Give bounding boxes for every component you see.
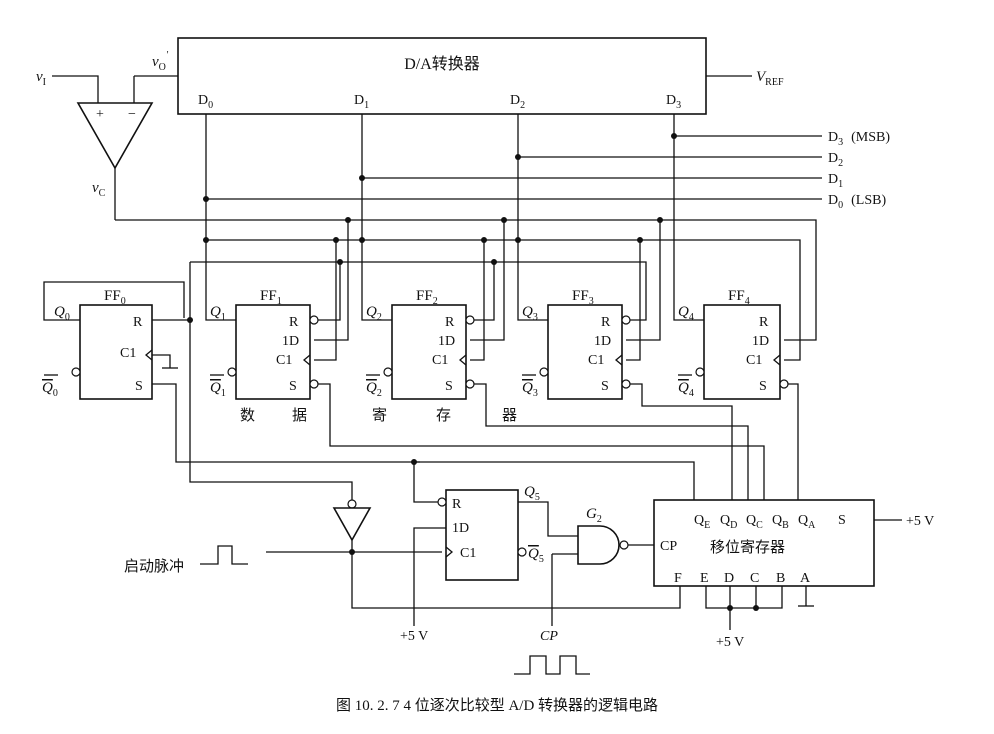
output-d3: D3(MSB) xyxy=(828,130,890,148)
ff0-pin-s: S xyxy=(135,379,143,394)
data-register-label: 数 据 寄 存 器 xyxy=(240,406,517,424)
comparator: + − vI vC xyxy=(36,69,154,220)
gate-label: G2 xyxy=(586,506,602,525)
comparator-minus: − xyxy=(128,107,136,122)
ff3-title: FF3 xyxy=(572,288,594,307)
ff2-pin-1d: 1D xyxy=(438,334,455,349)
dac-label: D/A转换器 xyxy=(404,55,480,73)
clock-bus xyxy=(203,237,801,361)
sr-out-qd: QD xyxy=(720,513,737,531)
and-gate-g2: G2 CP xyxy=(514,506,654,675)
ff3-pin-c1: C1 xyxy=(588,353,604,368)
register-char-1: 数 xyxy=(240,407,255,424)
vi-label: vI xyxy=(36,69,46,88)
ff5-pin-1d: 1D xyxy=(452,521,469,536)
start-pulse-label: 启动脉冲 xyxy=(124,558,184,575)
ff0-pin-c1: C1 xyxy=(120,346,136,361)
output-bus: D3(MSB) D2 D1 D0(LSB) xyxy=(203,130,890,211)
comparator-plus: + xyxy=(96,107,104,122)
sr-out-qb: QB xyxy=(772,513,789,531)
register-char-3: 寄 xyxy=(372,406,387,424)
ff1-pin-c1: C1 xyxy=(276,353,292,368)
ff2-pin-r: R xyxy=(445,315,455,330)
ff2-pin-s: S xyxy=(445,379,453,394)
ff2-title: FF2 xyxy=(416,288,438,307)
ff5-pin-c1: C1 xyxy=(460,546,476,561)
vc-label: vC xyxy=(92,180,106,199)
dac-input-d1: D1 xyxy=(354,93,369,111)
figure-caption: 图 10. 2. 7 4 位逐次比较型 A/D 转换器的逻辑电路 xyxy=(336,696,658,714)
ff1-pin-1d: 1D xyxy=(282,334,299,349)
sr-in-e: E xyxy=(700,571,709,586)
register-char-2: 据 xyxy=(292,407,307,424)
ff0-q: Q0 xyxy=(54,304,70,323)
dac-block: D/A转换器 D0 D1 D2 D3 VREF vO′ xyxy=(134,37,784,115)
register-char-5: 器 xyxy=(502,408,517,424)
ff1-pin-r: R xyxy=(289,315,299,330)
sr-in-a: A xyxy=(800,571,811,586)
ff0-qn: Q0 xyxy=(42,380,58,399)
ff4-pin-1d: 1D xyxy=(752,334,769,349)
ff0-pin-r: R xyxy=(133,315,143,330)
output-d2: D2 xyxy=(828,151,843,169)
sr-in-f: F xyxy=(674,571,682,586)
sr-in-c: C xyxy=(750,571,759,586)
ff3-q: Q3 xyxy=(522,304,538,323)
ff1-qn: Q1 xyxy=(210,380,226,399)
ff1-title: FF1 xyxy=(260,288,282,307)
ff4-qn: Q4 xyxy=(678,380,694,399)
sr-pin-s: S xyxy=(838,513,846,528)
sr-out-qc: QC xyxy=(746,513,763,531)
sr-in-d: D xyxy=(724,571,734,586)
reset-bus xyxy=(152,259,647,500)
ff4-pin-r: R xyxy=(759,315,769,330)
ff4: FF4 R 1D C1 S Q4 Q4 xyxy=(678,288,799,500)
shift-register-label: 移位寄存器 xyxy=(710,538,785,556)
ff3-qn: Q3 xyxy=(522,380,538,399)
ff0: FF0 R C1 S Q0 Q0 xyxy=(42,281,420,463)
dac-input-d3: D3 xyxy=(666,93,681,111)
vref-label: VREF xyxy=(756,69,784,88)
output-d0: D0(LSB) xyxy=(828,193,886,211)
ff2-qn: Q2 xyxy=(366,380,382,399)
register-char-4: 存 xyxy=(436,407,451,424)
ff4-q: Q4 xyxy=(678,304,694,323)
ff1-q: Q1 xyxy=(210,304,226,323)
ff5-q: Q5 xyxy=(524,484,540,503)
sr-input-supply: +5 V xyxy=(716,635,744,650)
ff1-pin-s: S xyxy=(289,379,297,394)
sr-pin-cp: CP xyxy=(660,539,677,554)
ff4-title: FF4 xyxy=(728,288,750,307)
inverter xyxy=(332,499,372,552)
sr-out-qe: QE xyxy=(694,513,710,531)
ff5-pin-r: R xyxy=(452,497,462,512)
dac-input-d0: D0 xyxy=(198,93,213,111)
shift-register: QE QD QC QB QA S +5 V CP 移位寄存器 F E D C B… xyxy=(653,499,934,650)
ff3-pin-r: R xyxy=(601,315,611,330)
sr-in-b: B xyxy=(776,571,785,586)
dac-input-d2: D2 xyxy=(510,93,525,111)
ff3: FF3 R 1D C1 S Q3 Q3 xyxy=(522,288,733,500)
ff0-title: FF0 xyxy=(104,288,126,307)
ff5-supply: +5 V xyxy=(400,629,428,644)
ff4-pin-c1: C1 xyxy=(746,353,762,368)
ff5-qn: Q5 xyxy=(528,546,544,565)
sr-s-supply: +5 V xyxy=(906,514,934,529)
ff2: FF2 R 1D C1 S Q2 Q2 xyxy=(366,288,749,500)
ff3-pin-1d: 1D xyxy=(594,334,611,349)
start-pulse: 启动脉冲 xyxy=(124,545,681,609)
ff2-pin-c1: C1 xyxy=(432,353,448,368)
output-d1: D1 xyxy=(828,172,843,190)
ff3-pin-s: S xyxy=(601,379,609,394)
clock-label: CP xyxy=(540,629,558,644)
ff5: R 1D C1 +5 V Q5 Q5 xyxy=(400,459,695,644)
ff2-q: Q2 xyxy=(366,304,382,323)
ff4-pin-s: S xyxy=(759,379,767,394)
ff1: FF1 R 1D C1 S Q1 Q1 xyxy=(210,288,765,500)
sr-out-qa: QA xyxy=(798,513,816,531)
dac-to-ff-wires xyxy=(205,114,704,321)
vo-label: vO′ xyxy=(152,50,169,73)
